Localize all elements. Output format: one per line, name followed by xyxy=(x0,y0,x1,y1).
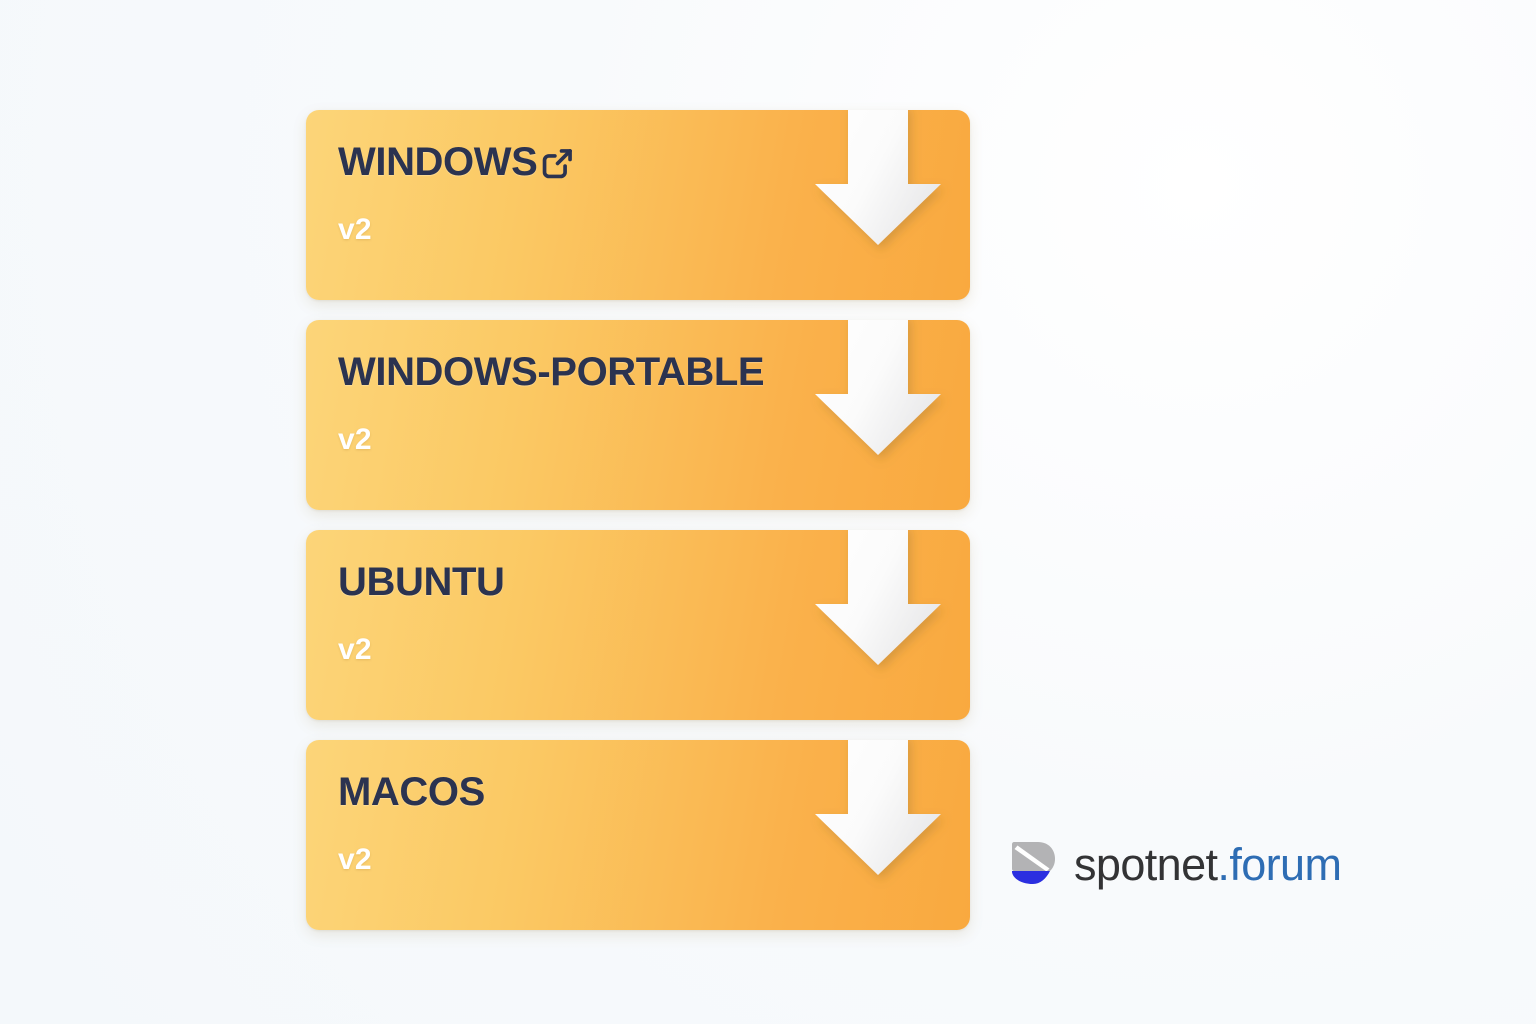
brand-name-suffix: .forum xyxy=(1217,838,1342,890)
download-card-version: v2 xyxy=(338,633,372,666)
download-card-windows-portable[interactable]: WINDOWS-PORTABLE v2 xyxy=(306,320,970,510)
download-card-macos[interactable]: MACOS v2 xyxy=(306,740,970,930)
download-arrow-icon xyxy=(815,530,941,665)
download-card-title: WINDOWS-PORTABLE xyxy=(338,350,765,394)
download-card-title: UBUNTU xyxy=(338,560,505,604)
external-link-icon[interactable] xyxy=(541,146,575,180)
download-card-version: v2 xyxy=(338,423,372,456)
download-arrow-icon xyxy=(815,110,941,245)
download-card-title-row: MACOS xyxy=(338,772,485,812)
download-card-text: MACOS v2 xyxy=(338,740,938,930)
download-arrow-icon xyxy=(815,740,941,875)
brand-name-primary: spotnet xyxy=(1074,838,1218,890)
brand-logo[interactable]: spotnet.forum xyxy=(1008,838,1342,890)
download-options-list: WINDOWS v2 xyxy=(306,110,970,930)
download-card-title: MACOS xyxy=(338,770,485,814)
download-arrow-icon xyxy=(815,320,941,455)
brand-wordmark: spotnet.forum xyxy=(1074,838,1342,890)
download-card-text: WINDOWS v2 xyxy=(338,110,938,300)
download-card-title: WINDOWS xyxy=(338,140,538,184)
download-card-version: v2 xyxy=(338,213,372,246)
download-card-title-row: UBUNTU xyxy=(338,560,505,604)
download-card-text: WINDOWS-PORTABLE v2 xyxy=(338,320,938,510)
download-card-title-row: WINDOWS xyxy=(338,142,575,182)
download-card-title-row: WINDOWS-PORTABLE xyxy=(338,350,765,394)
download-card-text: UBUNTU v2 xyxy=(338,530,938,720)
spotnet-shield-icon xyxy=(1008,838,1060,890)
download-card-ubuntu[interactable]: UBUNTU v2 xyxy=(306,530,970,720)
download-card-windows[interactable]: WINDOWS v2 xyxy=(306,110,970,300)
download-card-version: v2 xyxy=(338,843,372,876)
